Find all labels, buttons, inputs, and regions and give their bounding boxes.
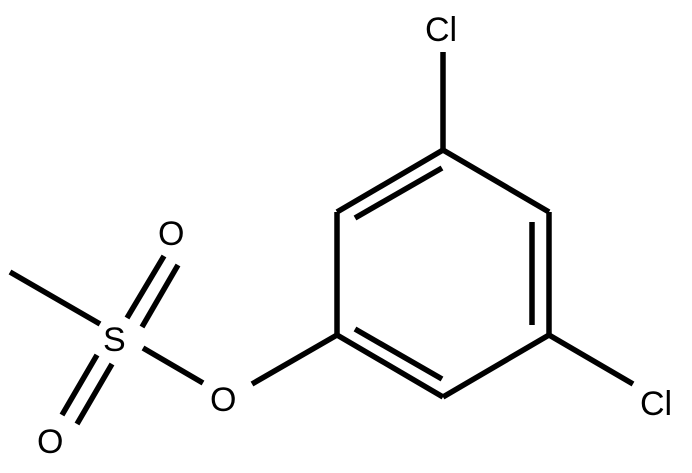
- ring-bond-c3-c4: [441, 332, 551, 400]
- o-upper-label: O: [158, 215, 184, 253]
- ring-double-bond-inner-top: [353, 165, 444, 221]
- bond-c3-cl-right: [547, 332, 635, 387]
- bond-s-o-upper-b: [139, 263, 181, 329]
- bond-o-ester-s: [141, 345, 205, 386]
- ring-bond-c4-c5: [335, 332, 445, 400]
- ring-double-bond-inner-bottom: [353, 326, 444, 382]
- bond-s-methyl: [8, 269, 102, 327]
- ring-bond-c6-c1: [335, 147, 445, 215]
- o-ester-label: O: [210, 381, 236, 419]
- bond-c5-o-ester: [250, 332, 339, 387]
- bond-s-o-lower-b: [74, 362, 115, 426]
- cl-right-label: Cl: [640, 385, 672, 423]
- s-label: S: [103, 321, 126, 359]
- ring-bond-c1-c2: [441, 147, 551, 215]
- bond-s-o-upper-a: [124, 254, 167, 320]
- benzene-ring: [334, 147, 552, 400]
- o-lower-label: O: [37, 423, 63, 461]
- cl-top-label: Cl: [425, 11, 457, 49]
- bond-s-o-lower-a: [59, 353, 100, 417]
